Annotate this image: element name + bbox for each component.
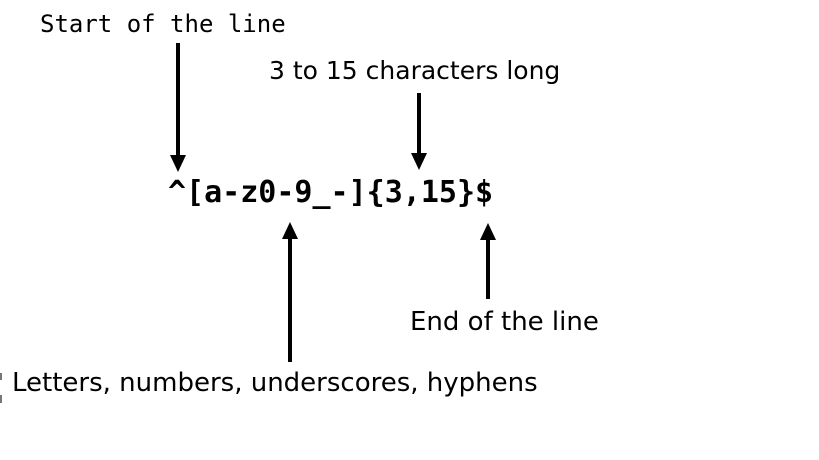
arrow-down-icon — [170, 43, 186, 172]
arrow-down-icon — [411, 93, 427, 170]
arrow-up-icon — [480, 223, 496, 299]
arrow-up-icon — [282, 222, 298, 362]
start-of-line-label: Start of the line — [40, 10, 286, 38]
end-of-line-label: End of the line — [410, 307, 599, 337]
char-class-label: Letters, numbers, underscores, hyphens — [12, 368, 538, 398]
length-label: 3 to 15 characters long — [269, 56, 561, 85]
cropped-glyph-fragment — [0, 395, 2, 403]
regex-pattern: ^[a-z0-9_-]{3,15}$ — [168, 175, 494, 210]
cropped-glyph-fragment — [0, 373, 2, 380]
